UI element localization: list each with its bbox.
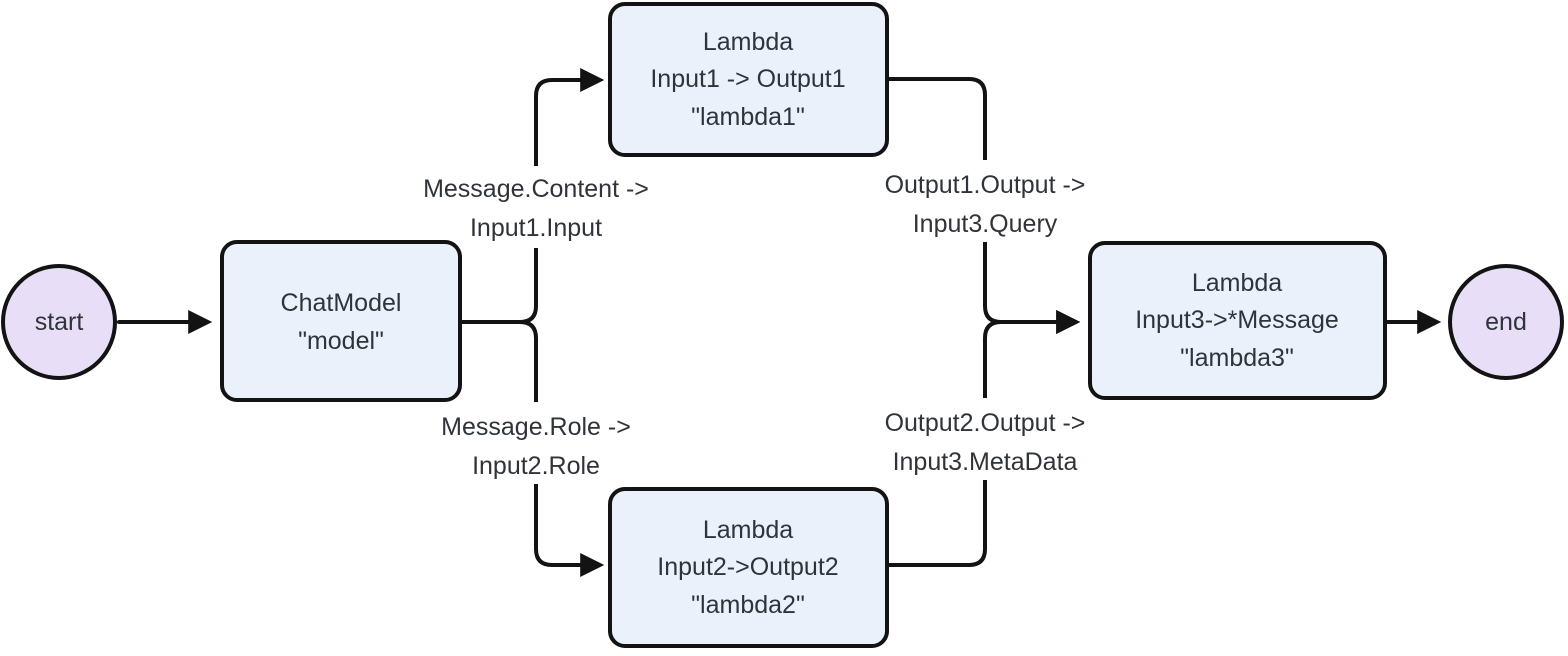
edge-label-lambda2-to-lambda3-line1: Output2.Output -> <box>885 409 1086 437</box>
edge-label-bg-lambda2-to-lambda3 <box>840 398 1130 480</box>
lambda3-node-label-line2: Input3->*Message <box>1135 306 1339 334</box>
edge-label-bg-lambda1-to-lambda3 <box>843 160 1127 242</box>
lambda1-node-label-line1: Lambda <box>703 28 793 56</box>
edge-label-bg-chat-to-lambda2 <box>398 402 676 484</box>
lambda1-node-label-line3: "lambda1" <box>691 103 805 131</box>
edge-label-lambda1-to-lambda3-line2: Input3.Query <box>913 210 1058 238</box>
lambda2-node <box>608 487 889 648</box>
edge-label-lambda1-to-lambda3-line1: Output1.Output -> <box>885 171 1086 199</box>
edge-label-bg-chat-to-lambda1 <box>392 166 680 248</box>
chatmodel-node-label-line1: ChatModel <box>281 289 402 317</box>
edge-label-chat-to-lambda1-line2: Input1.Input <box>470 214 602 242</box>
lambda1-node-label-line2: Input1 -> Output1 <box>650 65 845 93</box>
edge-label-chat-to-lambda1-line1: Message.Content -> <box>423 175 649 203</box>
end-node <box>1448 264 1564 380</box>
start-node-label: start <box>35 308 84 336</box>
lambda3-node-label-line1: Lambda <box>1192 269 1282 297</box>
edge-label-chat-to-lambda2-line2: Input2.Role <box>472 452 600 480</box>
lambda2-node-label-line3: "lambda2" <box>691 591 805 619</box>
edge-label-lambda2-to-lambda3-line2: Input3.MetaData <box>893 448 1078 476</box>
lambda3-node-label-line3: "lambda3" <box>1180 344 1294 372</box>
start-node <box>1 264 117 380</box>
chatmodel-node-label-line2: "model" <box>298 327 384 355</box>
lambda2-node-label-line1: Lambda <box>703 516 793 544</box>
lambda2-node-label-line2: Input2->Output2 <box>657 553 838 581</box>
chatmodel-node <box>220 240 462 402</box>
end-node-label: end <box>1485 308 1527 336</box>
edge-label-chat-to-lambda2-line1: Message.Role -> <box>441 413 631 441</box>
lambda1-node <box>608 2 889 157</box>
lambda3-node <box>1088 241 1387 400</box>
